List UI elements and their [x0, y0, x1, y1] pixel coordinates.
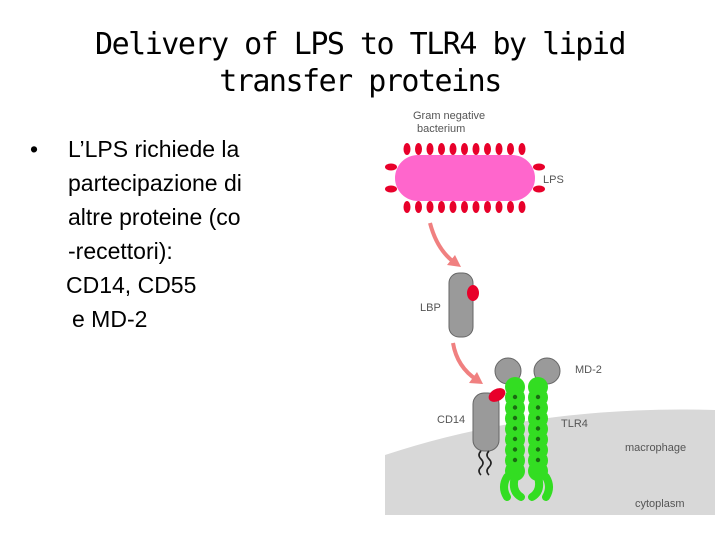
lbp-protein	[448, 272, 479, 338]
lps-spike	[461, 201, 468, 213]
cell-membrane	[385, 409, 715, 515]
tlr4-tail	[500, 473, 553, 501]
lbp-lps	[467, 285, 479, 301]
tlr4-protein	[500, 377, 553, 501]
label-md2: MD-2	[575, 364, 602, 376]
label-bacterium-2: bacterium	[417, 123, 465, 135]
bullet-line-2: partecipazione di	[68, 170, 242, 196]
bullet-list: • L’LPS richiede la partecipazione di al…	[30, 132, 330, 336]
lps-tlr4-diagram: Gram negative bacterium LPS LBP MD-2 CD1…	[385, 105, 715, 515]
tlr4-dot	[535, 415, 541, 421]
label-macrophage: macrophage	[625, 442, 686, 454]
bullet-line-6: e MD-2	[72, 306, 148, 332]
lps-spike	[518, 143, 526, 155]
bacterium	[385, 143, 545, 213]
lps-spike	[426, 201, 434, 213]
tlr4-dot	[512, 394, 518, 400]
lps-spike	[426, 143, 434, 155]
lps-spike	[385, 185, 397, 193]
tlr4-dot	[535, 426, 541, 431]
lps-spike	[507, 201, 514, 213]
arrow-1-head	[447, 255, 461, 267]
lps-spike	[495, 201, 503, 213]
label-tlr4: TLR4	[561, 418, 588, 430]
lps-spike	[472, 201, 480, 213]
title-line-2: transfer proteins	[219, 64, 502, 99]
lps-spike	[507, 143, 514, 155]
bacterium-body	[395, 155, 535, 201]
lps-spike	[533, 185, 545, 193]
tlr4-dot	[512, 436, 518, 442]
lps-spike	[518, 201, 526, 213]
lps-spike	[449, 201, 457, 213]
lps-spike	[438, 143, 445, 155]
tlr4-dot	[512, 405, 518, 410]
diagram-svg: Gram negative bacterium LPS LBP MD-2 CD1…	[385, 110, 715, 515]
tlr4-dot	[512, 426, 518, 431]
lps-spike	[385, 163, 397, 171]
bullet-line-3: altre proteine (co	[68, 204, 241, 230]
lps-spike	[472, 143, 480, 155]
label-lps: LPS	[543, 174, 564, 186]
cd14-body	[472, 392, 500, 452]
arrow-2	[451, 342, 479, 382]
label-cytoplasm: cytoplasm	[635, 498, 685, 510]
label-bacterium-1: Gram negative	[413, 110, 485, 122]
lps-molecules	[385, 143, 545, 213]
tlr4-dot	[512, 415, 518, 421]
lps-spike	[461, 143, 468, 155]
tlr4-dot	[512, 447, 518, 452]
tlr4-dot	[535, 447, 541, 452]
label-lbp: LBP	[420, 302, 441, 314]
tlr4-dot	[535, 436, 541, 442]
tlr4-dot	[535, 394, 541, 400]
cd14-anchor	[478, 450, 492, 476]
lps-spike	[484, 201, 491, 213]
bullet-marker: •	[30, 136, 39, 162]
lps-spike	[533, 163, 545, 171]
lbp-body	[448, 272, 474, 338]
lps-spike	[495, 143, 503, 155]
bound-lps	[488, 388, 506, 402]
bullet-line-5: CD14, CD55	[66, 272, 197, 298]
lps-spike	[449, 143, 457, 155]
arrow-1	[428, 222, 457, 265]
bullet-line-4: -recettori):	[68, 238, 173, 264]
bullet-line-1: L’LPS richiede la	[68, 136, 240, 162]
label-cd14: CD14	[437, 414, 465, 426]
title-line-1: Delivery of LPS to TLR4 by lipid	[95, 27, 626, 62]
slide-title: Delivery of LPS to TLR4 by lipid transfe…	[0, 26, 720, 100]
lps-spike	[484, 143, 491, 155]
arrow-2-head	[469, 372, 483, 384]
tlr4-dot	[535, 405, 541, 410]
tlr4-dot	[512, 457, 518, 463]
cd14-protein	[472, 392, 500, 476]
lps-spike	[403, 143, 411, 155]
lps-spike	[415, 201, 422, 213]
tlr4-dot	[535, 457, 541, 463]
lps-spike	[415, 143, 422, 155]
lps-spike	[403, 201, 411, 213]
lps-spike	[438, 201, 445, 213]
